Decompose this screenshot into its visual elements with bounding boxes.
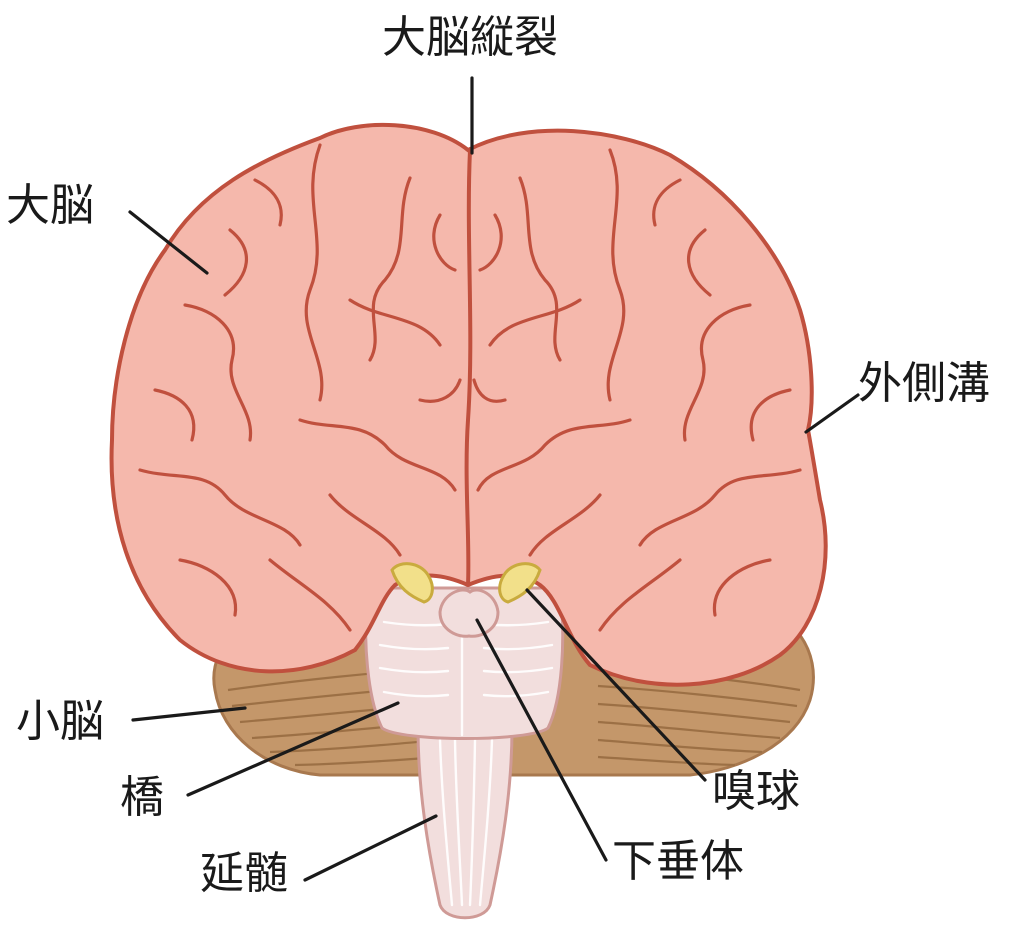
label-pituitary: 下垂体 bbox=[612, 836, 744, 887]
pons bbox=[364, 586, 565, 740]
cerebrum bbox=[109, 122, 828, 687]
olfactory-bulbs bbox=[390, 562, 542, 604]
label-pons: 橋 bbox=[120, 772, 164, 823]
label-olfactory-bulb: 嗅球 bbox=[712, 766, 800, 817]
leader-line-pons bbox=[186, 701, 400, 797]
leader-line-olfactory-bulb bbox=[525, 588, 707, 782]
medulla-oblongata bbox=[416, 726, 514, 920]
label-lateral-sulcus: 外側溝 bbox=[858, 358, 990, 409]
label-cerebrum: 大脳 bbox=[6, 180, 94, 231]
pituitary-gland bbox=[438, 588, 500, 638]
leader-line-medulla bbox=[303, 814, 438, 882]
label-medulla: 延髄 bbox=[200, 848, 288, 899]
label-longitudinal-fissure: 大脳縦裂 bbox=[382, 12, 558, 63]
label-cerebellum: 小脳 bbox=[16, 696, 104, 747]
leader-line-cerebellum bbox=[131, 706, 247, 722]
leader-line-cerebrum bbox=[128, 210, 209, 275]
leader-line-pituitary bbox=[475, 618, 608, 862]
leader-lines bbox=[128, 76, 860, 882]
leader-line-lateral-sulcus bbox=[804, 393, 860, 434]
